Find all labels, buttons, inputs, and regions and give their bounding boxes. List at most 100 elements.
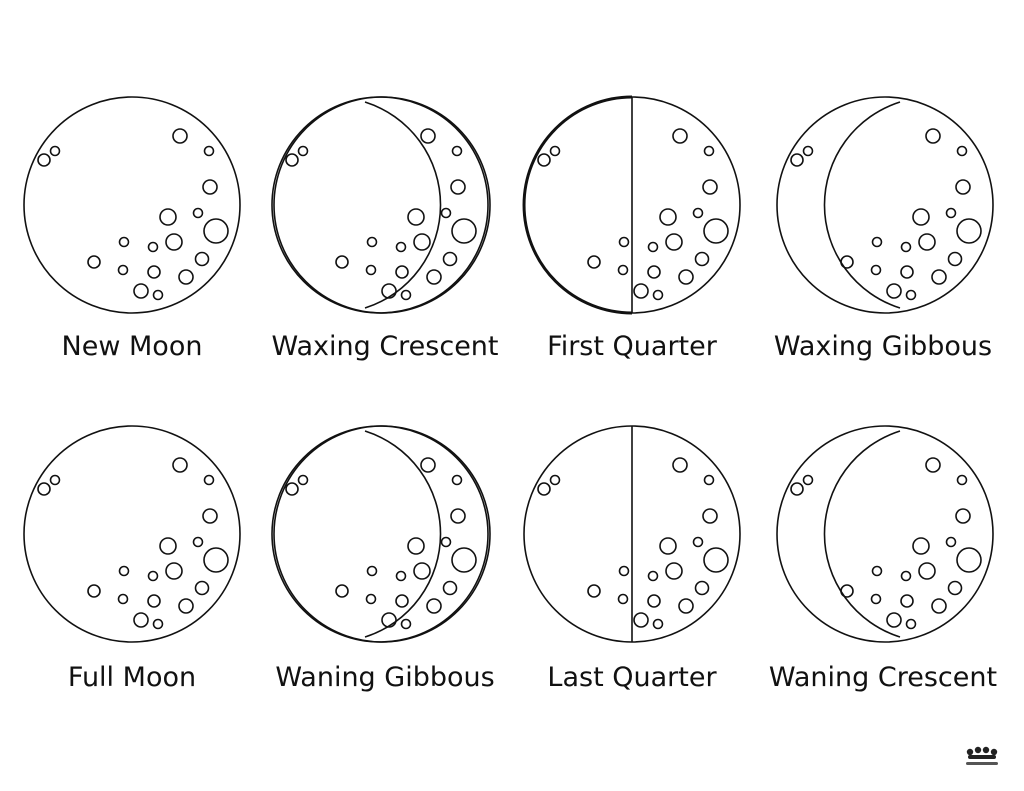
- crater: [408, 538, 424, 554]
- crater: [705, 147, 714, 156]
- crater: [705, 476, 714, 485]
- label-first-quarter: First Quarter: [507, 330, 757, 364]
- crater: [427, 270, 441, 284]
- crater: [634, 284, 648, 298]
- crater: [551, 147, 560, 156]
- crater: [648, 595, 660, 607]
- crater: [956, 509, 970, 523]
- crater: [947, 209, 956, 218]
- crater: [703, 180, 717, 194]
- crater: [588, 256, 600, 268]
- crater: [673, 458, 687, 472]
- crater: [958, 476, 967, 485]
- printabulls-logo: [962, 744, 1002, 770]
- crater: [634, 613, 648, 627]
- crater: [299, 147, 308, 156]
- crater: [444, 253, 457, 266]
- crater: [194, 209, 203, 218]
- crater: [913, 538, 929, 554]
- crater: [196, 582, 209, 595]
- crater: [149, 243, 158, 252]
- crater: [402, 620, 411, 629]
- crater: [538, 483, 550, 495]
- moon-outline: [777, 97, 993, 313]
- crater: [453, 476, 462, 485]
- crater: [134, 284, 148, 298]
- crater: [382, 613, 396, 627]
- crater: [421, 129, 435, 143]
- crater: [620, 567, 629, 576]
- crater: [902, 572, 911, 581]
- crater: [926, 129, 940, 143]
- crater: [958, 147, 967, 156]
- crater: [299, 476, 308, 485]
- crater: [872, 595, 881, 604]
- crater: [368, 238, 377, 247]
- crater: [444, 582, 457, 595]
- crater: [205, 476, 214, 485]
- moon-firstq: [524, 97, 740, 313]
- hidden-guide-3: [365, 431, 441, 637]
- moon-outline: [24, 97, 240, 313]
- crater: [51, 476, 60, 485]
- terminator-arc: [365, 431, 441, 637]
- crater: [119, 595, 128, 604]
- crater: [396, 595, 408, 607]
- moon-waxgib: [777, 97, 993, 313]
- hidden-guide-3: [365, 102, 441, 308]
- crater: [367, 266, 376, 275]
- crater: [203, 509, 217, 523]
- crater: [932, 599, 946, 613]
- crater: [696, 582, 709, 595]
- crater: [452, 548, 476, 572]
- terminator-arc: [824, 102, 900, 308]
- moon-lastq: [524, 426, 740, 642]
- crater: [694, 209, 703, 218]
- crater: [120, 238, 129, 247]
- crater: [551, 476, 560, 485]
- terminator-guide: [365, 102, 441, 308]
- crater: [694, 538, 703, 547]
- crater: [956, 180, 970, 194]
- crater: [396, 266, 408, 278]
- crater: [804, 476, 813, 485]
- crater: [402, 291, 411, 300]
- crater: [286, 483, 298, 495]
- crater: [666, 563, 682, 579]
- crater: [119, 266, 128, 275]
- crater: [538, 154, 550, 166]
- crater: [873, 567, 882, 576]
- crater: [957, 219, 981, 243]
- label-waxing-gibbous: Waxing Gibbous: [758, 330, 1008, 364]
- crater: [205, 147, 214, 156]
- crater: [804, 147, 813, 156]
- crater: [666, 234, 682, 250]
- label-waning-gibbous: Waning Gibbous: [260, 661, 510, 695]
- terminator-arc: [824, 431, 900, 637]
- moon-outline: [24, 426, 240, 642]
- crater: [620, 238, 629, 247]
- moon-full: [24, 426, 240, 642]
- crater: [673, 129, 687, 143]
- crater: [88, 256, 100, 268]
- crater: [654, 620, 663, 629]
- crater: [442, 209, 451, 218]
- crater: [179, 270, 193, 284]
- crater: [872, 266, 881, 275]
- crater: [619, 266, 628, 275]
- crater: [336, 256, 348, 268]
- crater: [696, 253, 709, 266]
- crater: [660, 209, 676, 225]
- crater: [196, 253, 209, 266]
- label-waxing-crescent: Waxing Crescent: [260, 330, 510, 364]
- crater: [173, 458, 187, 472]
- crater: [873, 238, 882, 247]
- crater: [173, 129, 187, 143]
- crater: [679, 599, 693, 613]
- crater: [414, 234, 430, 250]
- crater: [160, 538, 176, 554]
- crater: [451, 180, 465, 194]
- crater: [907, 291, 916, 300]
- crater: [704, 219, 728, 243]
- crater: [148, 595, 160, 607]
